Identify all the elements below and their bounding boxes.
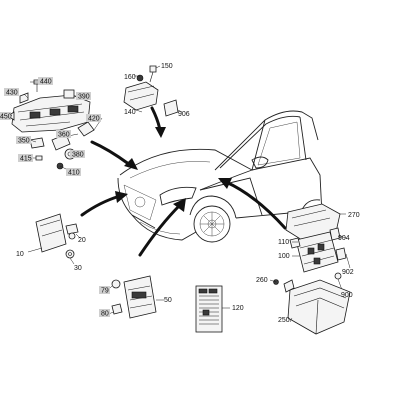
arrowhead-front-bumper [173, 198, 186, 212]
callout-902: 902 [342, 269, 354, 276]
fuse-relay-box-top [285, 203, 347, 280]
callout-260: 260 [256, 277, 268, 284]
callout-79: 79 [101, 288, 109, 295]
arrowhead-fuse-box [218, 178, 232, 189]
callout-140: 140 [124, 109, 136, 116]
callout-350: 350 [18, 138, 30, 145]
callout-120: 120 [232, 305, 244, 312]
arrow-to-front-left [80, 194, 122, 217]
callout-labels: 440 430 450 390 420 360 350 380 415 410 … [0, 63, 360, 324]
callout-450: 450 [0, 114, 12, 121]
callout-380: 380 [72, 152, 84, 159]
arrowhead-engine-bay [124, 158, 138, 170]
arrow-to-engine-bay [90, 140, 132, 167]
callout-150: 150 [161, 63, 173, 70]
leaders-fuse-box-housing [269, 279, 293, 323]
pointer-arrows [80, 106, 287, 257]
callout-80: 80 [101, 311, 109, 318]
callout-10: 10 [16, 251, 24, 258]
callout-390: 390 [78, 94, 90, 101]
fuse-label-card [195, 285, 223, 333]
callout-30: 30 [74, 265, 82, 272]
callout-100: 100 [278, 253, 290, 260]
callout-20: 20 [78, 237, 86, 244]
callout-440: 440 [40, 79, 52, 86]
leaders-roof-module [134, 65, 183, 113]
callout-160: 160 [124, 74, 136, 81]
arrow-to-fuse-box [224, 180, 287, 230]
leaders-radar-sensor [27, 233, 81, 265]
callout-360: 360 [58, 132, 70, 139]
callout-110: 110 [278, 239, 289, 246]
callout-904: 904 [338, 235, 350, 242]
arrowhead-roof-module [155, 127, 166, 138]
callout-250: 250 [278, 317, 290, 324]
callout-270: 270 [348, 212, 360, 219]
callout-50: 50 [164, 297, 172, 304]
callout-430: 430 [6, 90, 18, 97]
callout-410: 410 [68, 170, 80, 177]
radar-sensor-assembly [35, 213, 79, 259]
fuse-box-housing [273, 279, 351, 335]
engine-control-unit [111, 275, 157, 319]
callout-415: 415 [20, 156, 32, 163]
arrowhead-front-left [115, 191, 128, 203]
callout-900: 900 [341, 292, 353, 299]
arrow-to-front-bumper [138, 203, 182, 257]
roof-control-module [123, 65, 179, 117]
callout-420: 420 [88, 116, 100, 123]
callout-906: 906 [178, 111, 190, 118]
arrow-to-roof-module [150, 106, 162, 132]
